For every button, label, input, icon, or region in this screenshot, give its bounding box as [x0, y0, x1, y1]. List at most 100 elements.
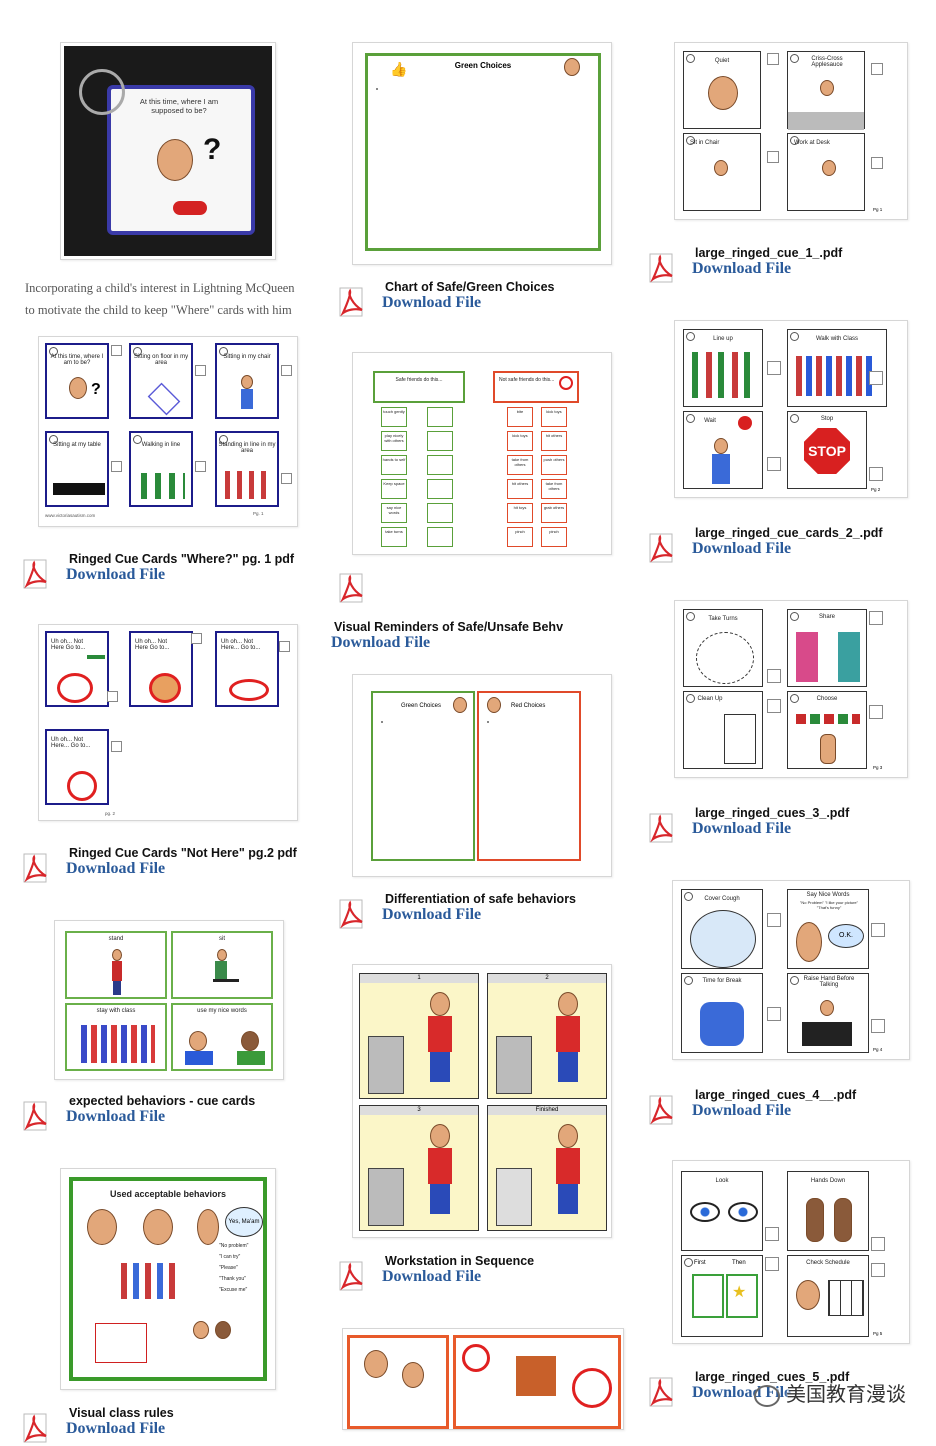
cue3-take-turns: Take Turns [683, 609, 763, 687]
pdf-icon [649, 533, 673, 563]
photo-face [157, 139, 193, 181]
green-choices-panel: Green Choices [371, 691, 475, 861]
file-name: Visual class rules [69, 1406, 174, 1420]
safe-unsafe-reminders-thumbnail[interactable]: Safe friends do this... Not safe friends… [352, 352, 612, 555]
cue4-raise-hand: Raise Hand Before Talking [787, 973, 869, 1053]
photo-card-text: At this time, where I am supposed to be? [139, 97, 219, 115]
download-file-link[interactable]: Download File [382, 906, 482, 923]
file-name: Visual Reminders of Safe/Unsafe Behv [334, 620, 564, 634]
file-name: large_ringed_cues_5_.pdf [695, 1370, 850, 1384]
pdf-icon [23, 1101, 47, 1131]
file-name: Differentiation of safe behaviors [385, 892, 577, 906]
download-file-link[interactable]: Download File [382, 1268, 482, 1285]
pdf-icon [339, 573, 363, 603]
download-file-link[interactable]: Download File [692, 820, 792, 837]
nothere-page: pg. 2 [105, 811, 116, 816]
wechat-icon [754, 1384, 780, 1407]
cue4-time-for-break: Time for Break [681, 973, 763, 1053]
where-page: Pg. 1 [253, 511, 264, 516]
file-large-cue-3: large_ringed_cues_3_.pdf Download File [645, 806, 935, 846]
pdf-icon [339, 1261, 363, 1291]
file-visual-class-rules: Visual class rules Download File [19, 1406, 319, 1446]
where-cell-6: Standing in line in my area [215, 431, 279, 507]
pdf-icon [649, 1377, 673, 1407]
ring-icon [79, 69, 125, 115]
pdf-icon [339, 287, 363, 317]
differentiation-thumbnail[interactable]: Green Choices Red Choices [352, 674, 612, 877]
cue1-work-at-desk: Work at Desk [787, 133, 865, 211]
file-differentiation: Differentiation of safe behaviors Downlo… [335, 892, 635, 932]
where-cell-2: Sitting on floor in my area [129, 343, 193, 419]
expected-cell-stand: stand [65, 931, 167, 999]
file-name: large_ringed_cues_3_.pdf [695, 806, 850, 820]
where-cell-4: Sitting at my table [45, 431, 109, 507]
file-name: Ringed Cue Cards "Where?" pg. 1 pdf [69, 552, 295, 566]
download-file-link[interactable]: Download File [66, 860, 166, 877]
file-name: large_ringed_cue_1_.pdf [695, 246, 843, 260]
lightning-mcqueen-photo[interactable]: At this time, where I am supposed to be?… [60, 42, 276, 260]
large-ringed-cue-3-thumbnail[interactable]: Take Turns Share Clean Up Choose Pg 3 [674, 600, 908, 778]
partial-bottom-thumbnail[interactable] [342, 1328, 624, 1430]
where-cue-cards-thumbnail[interactable]: At this time, where I am to be? ? Sittin… [38, 336, 298, 527]
where-cell-1: At this time, where I am to be? ? [45, 343, 109, 419]
safe-items-col1: touch gently play nicely with others han… [381, 407, 407, 551]
download-file-link[interactable]: Download File [331, 634, 431, 651]
cue5-first-then: First Then ★ [681, 1255, 763, 1337]
file-where-cue-cards: Ringed Cue Cards "Where?" pg. 1 pdf Down… [19, 552, 319, 592]
download-file-link[interactable]: Download File [692, 540, 792, 557]
green-grid [376, 88, 592, 244]
cue5-hands-down: Hands Down [787, 1171, 869, 1251]
nothere-cell-4: Uh oh... Not Here... Go to... [45, 729, 109, 805]
visual-class-rules-thumbnail[interactable]: Used acceptable behaviors Yes, Ma'am "No… [60, 1168, 276, 1390]
file-large-cue-1: large_ringed_cue_1_.pdf Download File [645, 246, 935, 286]
large-ringed-cue-4-thumbnail[interactable]: Cover Cough Say Nice Words "No Problem" … [672, 880, 910, 1060]
download-file-link[interactable]: Download File [66, 566, 166, 583]
no-icon [559, 376, 573, 390]
download-file-link[interactable]: Download File [66, 1420, 166, 1437]
rules-bubble: Yes, Ma'am [225, 1207, 263, 1237]
expected-behaviors-thumbnail[interactable]: stand sit stay with class use my nice wo… [54, 920, 284, 1080]
work-panel-finished: Finished [487, 1105, 607, 1231]
where-cell-3: Sitting in my chair [215, 343, 279, 419]
green-choices-chart-thumbnail[interactable]: Green Choices 👍 [352, 42, 612, 265]
pdf-icon [339, 899, 363, 929]
large-ringed-cue-1-thumbnail[interactable]: Quiet Criss-Cross Applesauce Sit in Chai… [674, 42, 908, 220]
rules-phrases: "No problem" "I can try" "Please" "Thank… [219, 1243, 249, 1293]
eyes-icon [690, 1202, 720, 1222]
safe-header: Safe friends do this... [373, 371, 465, 403]
work-panel-2: 2 [487, 973, 607, 1099]
happy-face-icon [564, 58, 580, 76]
question-mark: ? [203, 133, 222, 166]
photo-caption-line1: Incorporating a child's interest in Ligh… [25, 281, 295, 295]
download-file-link[interactable]: Download File [692, 1102, 792, 1119]
nothere-cell-1: Uh oh... Not Here Go to... [45, 631, 109, 707]
large-ringed-cue-5-thumbnail[interactable]: Look Hands Down First Then ★ Check Sched… [672, 1160, 910, 1344]
download-file-link[interactable]: Download File [382, 294, 482, 311]
file-expected-behaviors: expected behaviors - cue cards Download … [19, 1094, 319, 1134]
file-name: Chart of Safe/Green Choices [385, 280, 555, 294]
cue3-share: Share [787, 609, 867, 687]
cue3-choose: Choose [787, 691, 867, 769]
expected-cell-sit: sit [171, 931, 273, 999]
file-name: Workstation in Sequence [385, 1254, 535, 1268]
thumbs-up-icon: 👍 [390, 61, 408, 77]
cue4-cover-cough: Cover Cough [681, 889, 763, 969]
cue1-sit-in-chair: Sit in Chair [683, 133, 761, 211]
cue2-line-up: Line up [683, 329, 763, 407]
workstation-sequence-thumbnail[interactable]: 1 2 3 Finished [352, 964, 612, 1238]
pdf-icon [649, 1095, 673, 1125]
not-here-cue-cards-thumbnail[interactable]: Uh oh... Not Here Go to... Uh oh... Not … [38, 624, 298, 821]
large-ringed-cue-2-thumbnail[interactable]: Line up Walk with Class Wait Stop STOP P… [674, 320, 908, 498]
pdf-icon [23, 1413, 47, 1443]
photo-card: At this time, where I am supposed to be?… [107, 85, 255, 235]
download-file-link[interactable]: Download File [692, 260, 792, 277]
file-name: large_ringed_cue_cards_2_.pdf [695, 526, 883, 540]
unsafe-items-col2: kick toys hit others push others take fr… [541, 407, 567, 551]
cue4-say-nice-words: Say Nice Words "No Problem" "I like your… [787, 889, 869, 969]
download-file-link[interactable]: Download File [66, 1108, 166, 1125]
green-choices-title: Green Choices [454, 61, 512, 70]
cue2-stop: Stop STOP [787, 411, 867, 489]
file-name: expected behaviors - cue cards [69, 1094, 256, 1108]
pdf-icon [23, 559, 47, 589]
where-cell-5: Walking in line [129, 431, 193, 507]
